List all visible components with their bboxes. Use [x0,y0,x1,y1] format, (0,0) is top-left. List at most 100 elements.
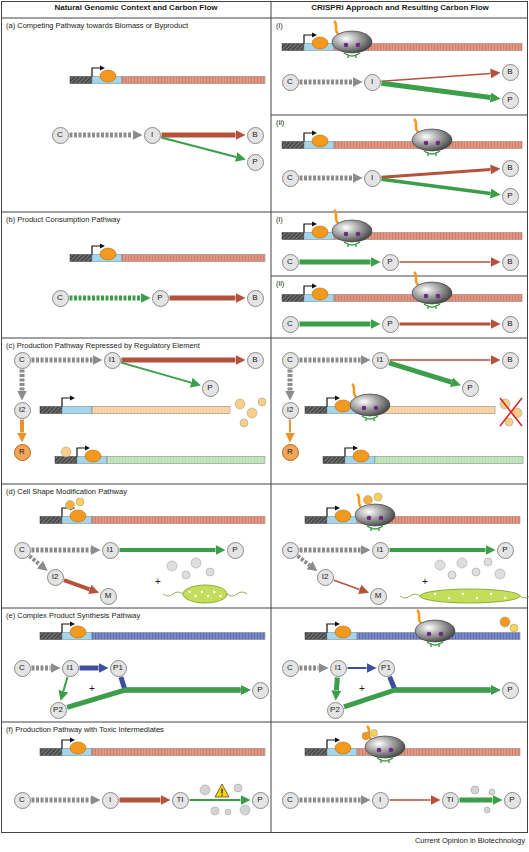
flux-arrow [334,677,340,690]
flux-arrow [381,169,490,177]
flux-arrow [390,799,431,801]
flux-arrow [400,261,491,263]
metabolite-circle: B [502,352,519,369]
metabolite-label: I [379,796,381,804]
transcription-start [327,624,336,633]
metabolite-circle: M [370,588,387,605]
metabolite-label: M [105,592,112,600]
activator-protein [364,496,373,505]
flux-arrow [400,323,491,326]
flux-arrow [289,420,291,433]
metabolite-label: C [287,258,293,266]
metabolite-label: P [257,686,262,694]
warning-mark [221,789,222,794]
promoter [40,633,62,640]
rna-polymerase [353,450,369,462]
dcas9-protein [350,394,390,416]
journal-credit: Current Opinion in Biotechnology [415,837,525,845]
metabolite-label: C [287,320,293,328]
transcription-arrowhead [312,33,317,38]
transcription-arrowhead [100,244,105,249]
metabolite-circle: P [252,792,269,809]
metabolite-label: I [109,796,111,804]
metabolite-label: P [507,192,512,200]
warning-mark [221,795,222,796]
flux-arrow [344,690,490,707]
metabolite-circle: C [14,792,31,809]
metabolite-label: C [287,356,293,364]
released-protein [371,730,378,737]
metabolite-label: P [502,546,507,554]
gene-construct [40,738,265,756]
metabolite-circle: I1 [372,542,389,559]
rna-polymerase [70,626,86,638]
cell-granule [448,597,451,600]
flux-arrow [162,133,236,138]
sgrna-hairpin [344,242,360,247]
metabolite-circle: C [282,660,299,677]
gene-construct [70,66,265,84]
metabolite-circle: C [282,352,299,369]
activator-protein [66,501,75,510]
transcription-arrowhead [335,396,340,401]
metabolite-circle: B [247,352,264,369]
transcription-arrowhead [70,396,75,401]
transcription-arrowhead [70,738,75,743]
gene-body [92,749,265,756]
metabolite-circle: P2 [327,702,344,719]
metabolite-label: P2 [53,706,63,714]
metabolite-label: B [507,258,512,266]
panel-title: (d) Cell Shape Modification Pathway [6,488,127,496]
transcription-arrowhead [335,622,340,627]
nuclease-site [362,406,367,411]
transcription-start [327,740,336,749]
plus-sign: + [422,576,428,587]
metabolite-label: P [467,384,472,392]
product-bubble [457,558,467,568]
repressor-protein [235,399,245,409]
plus-sign: + [89,683,95,694]
nuclease-site [356,43,361,48]
panel-title: (b) Product Consumption Pathway [6,216,120,224]
metabolite-label: I2 [52,573,59,581]
flux-arrow [122,358,236,363]
flux-arrow [381,83,490,97]
rna-polymerase [70,510,86,522]
metabolite-circle: C [52,127,69,144]
gene-body [92,633,265,640]
bacterial-cell [400,589,529,603]
promoter [40,407,62,414]
transcription-arrowhead [85,446,90,451]
rna-polymerase [335,400,351,412]
transcription-start [304,133,313,142]
dcas9-protein [332,220,372,242]
toxic-intermediate [234,784,242,792]
promoter [282,142,304,149]
metabolite-circle: B [502,316,519,333]
metabolite-circle: P [382,316,399,333]
flux-arrow [300,798,361,803]
released-protein [500,617,510,627]
metabolite-label: I [371,174,373,182]
column-divider [271,2,272,833]
metabolite-label: P [232,546,237,554]
cross-out [500,398,522,426]
cell-body [420,589,520,603]
transcription-start [92,246,101,255]
nuclease-site [389,748,394,753]
flux-arrow [300,358,361,363]
flux-arrow [32,666,51,671]
dcas9-protein [332,31,372,53]
transcription-arrowhead [335,738,340,743]
flux-arrow [348,667,367,669]
cell-granule [201,591,204,594]
released-protein [362,732,370,740]
promoter [305,407,327,414]
sgrna-hairpin [344,53,360,58]
sgrna-hairpin [367,526,383,531]
metabolite-label: I1 [107,546,114,554]
gene-construct [282,222,522,240]
cell-granule [490,593,493,596]
metabolite-label: B [507,68,512,76]
